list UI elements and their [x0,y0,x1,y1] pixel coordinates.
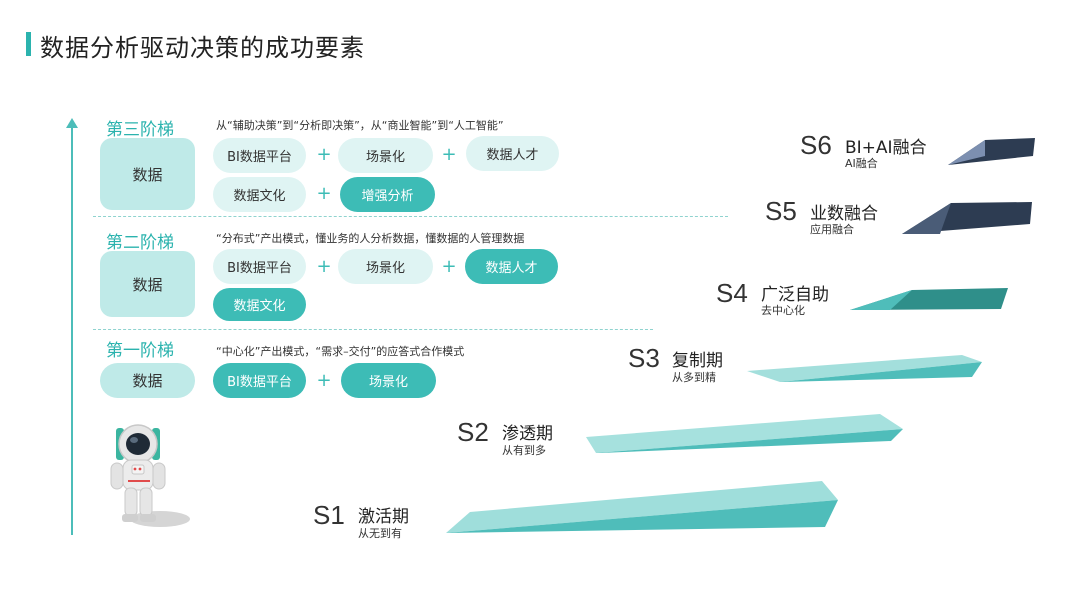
plus-icon: + [316,144,332,165]
level-3-data-box: 数据 [100,138,195,210]
level-3-pill-talent: 数据人才 [466,136,559,171]
stage-1-slab [446,481,838,533]
level-1-pill-scenario: 场景化 [341,363,436,398]
stage-6-code: S6 [800,130,832,160]
level-2-pill-culture: 数据文化 [213,288,306,321]
level-2-name: 第二阶梯 [106,233,174,253]
stage-3-slab [747,355,982,382]
astronaut-illustration [110,424,190,527]
plus-icon: + [316,370,332,391]
level-1-name: 第一阶梯 [106,341,174,361]
plus-icon: + [441,256,457,277]
level-2-pill-scenario: 场景化 [338,249,433,284]
level-3-pill-augmented: 增强分析 [340,177,435,212]
stage-5-code: S5 [765,196,797,226]
level-3-pill-culture: 数据文化 [213,177,306,212]
plus-icon: + [441,144,457,165]
stage-6-sub: AI融合 [845,157,878,170]
stage-5-sub: 应用融合 [810,223,854,236]
page-title: 数据分析驱动决策的成功要素 [40,34,365,62]
stage-5-name: 业数融合 [810,204,878,224]
stage-2-name: 渗透期 [502,424,553,444]
stage-2-sub: 从有到多 [502,444,546,457]
level-2-pill-talent: 数据人才 [465,249,558,284]
plus-icon: + [316,183,332,204]
stage-4-name: 广泛自助 [761,285,829,305]
axis-arrow-icon [66,118,78,128]
stage-1-name: 激活期 [358,507,409,527]
stage-4-code: S4 [716,278,748,308]
title-accent-bar [26,32,31,56]
level-1-pill-bi-platform: BI数据平台 [213,363,306,398]
stage-5-slab [902,202,1032,234]
level-1-data-box: 数据 [100,363,195,398]
level-2-desc: “分布式”产出模式，懂业务的人分析数据，懂数据的人管理数据 [216,232,525,245]
stage-4-sub: 去中心化 [761,304,805,317]
stage-6-name: BI+AI融合 [845,138,927,158]
level-3-pill-bi-platform: BI数据平台 [213,138,306,173]
level-divider [93,216,728,217]
stage-3-name: 复制期 [672,351,723,371]
stage-6-slab [948,138,1035,165]
level-1-desc: “中心化”产出模式，“需求–交付”的应答式合作模式 [216,345,465,358]
stage-1-sub: 从无到有 [358,527,402,540]
stage-3-code: S3 [628,343,660,373]
stage-4-slab [850,288,1008,310]
level-2-data-box: 数据 [100,251,195,317]
level-3-pill-scenario: 场景化 [338,138,433,173]
level-2-pill-bi-platform: BI数据平台 [213,249,306,284]
stage-3-sub: 从多到精 [672,371,716,384]
stage-1-code: S1 [313,500,345,530]
stage-2-code: S2 [457,417,489,447]
stage-2-slab [586,414,903,453]
axis-line [71,125,73,535]
level-3-desc: 从“辅助决策”到“分析即决策”，从“商业智能”到“人工智能” [216,119,504,132]
plus-icon: + [316,256,332,277]
level-divider [93,329,653,330]
level-3-name: 第三阶梯 [106,120,174,140]
